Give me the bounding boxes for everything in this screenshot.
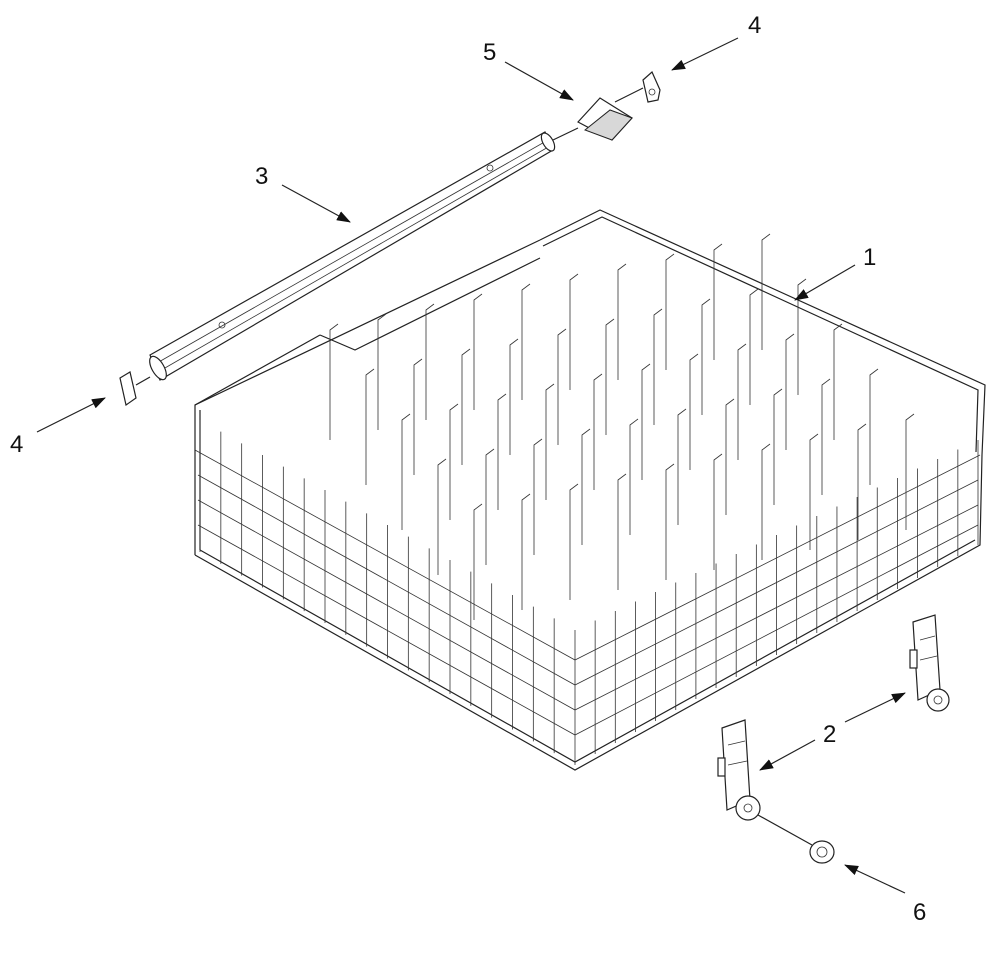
rack-roller-assembly-right (909, 614, 950, 712)
rack-inner-tine (449, 403, 459, 520)
rack-inner-tine (401, 413, 411, 530)
roller-wheel (809, 840, 835, 864)
dish-rack (194, 209, 986, 771)
rack-front-tines (199, 420, 979, 765)
rack-inner-tine (665, 463, 675, 580)
rack-inner-tine (833, 323, 843, 440)
callout-label-1: 1 (863, 244, 876, 271)
callout-arrow-1 (794, 264, 856, 301)
rack-inner-tine (761, 443, 771, 560)
callout-arrow-2a (759, 739, 816, 771)
rack-inner-tine (713, 453, 723, 570)
rack-inner-tine (701, 298, 711, 415)
rack-inner-tine (725, 398, 735, 515)
rack-inner-tine (509, 338, 519, 455)
rack-adjuster-track (149, 131, 556, 381)
callout-arrow-4-top (671, 37, 739, 71)
rack-inner-tine (365, 368, 375, 485)
rack-inner-tine (677, 408, 687, 525)
rack-inner-tine (773, 388, 783, 505)
callout-arrow-2b (844, 692, 906, 723)
rack-inner-tine (593, 373, 603, 490)
callout-label-3: 3 (255, 163, 268, 190)
callout-label-2: 2 (823, 721, 836, 748)
callout-label-5: 5 (483, 39, 496, 66)
rack-inner-tine (641, 363, 651, 480)
rack-inner-tine (665, 253, 675, 370)
rack-inner-tine (797, 278, 807, 395)
callout-arrow-5 (504, 61, 574, 101)
rack-inner-tine (857, 423, 867, 540)
rack-inner-tine (785, 333, 795, 450)
rack-inner-tine (761, 233, 771, 350)
rack-inner-tine (569, 483, 579, 600)
rack-inner-tine (569, 273, 579, 390)
rack-inner-tine (473, 293, 483, 410)
callout-label-4-left: 4 (10, 431, 23, 458)
rack-inner-tine (905, 413, 915, 530)
callout-arrow-6 (844, 864, 906, 894)
callout-arrow-3 (281, 184, 351, 223)
callout-arrow-4-left (36, 397, 106, 433)
rack-inner-tine (749, 288, 759, 405)
rack-inner-tine (521, 283, 531, 400)
track-end-stop-left (119, 371, 151, 407)
rack-inner-tine (617, 263, 627, 380)
track-end-cap (552, 97, 633, 141)
rack-inner-tine (869, 368, 879, 485)
rack-inner-tine (605, 318, 615, 435)
callout-label-6: 6 (913, 899, 926, 926)
rack-inner-tine (533, 438, 543, 555)
rack-inner-tine (473, 503, 483, 620)
callout-arrows (36, 37, 906, 894)
rack-inner-tines (329, 233, 915, 620)
rack-inner-tine (425, 303, 435, 420)
rack-inner-tine (581, 428, 591, 545)
rack-inner-tine (497, 393, 507, 510)
rack-inner-tine (629, 418, 639, 535)
track-end-stop-top (614, 71, 661, 103)
rack-inner-tine (617, 473, 627, 590)
rack-inner-tine (557, 328, 567, 445)
rack-inner-tine (485, 448, 495, 565)
rack-inner-tine (713, 243, 723, 360)
rack-inner-tine (377, 313, 387, 430)
callout-labels: 1 2 3 4 4 5 6 (10, 12, 926, 926)
rack-inner-tine (521, 493, 531, 610)
rack-roller-assembly-left (717, 719, 813, 846)
callout-label-4-top: 4 (748, 12, 761, 39)
rack-inner-tine (821, 378, 831, 495)
rack-inner-tine (461, 348, 471, 465)
rack-inner-tine (329, 323, 339, 440)
rack-inner-tine (413, 358, 423, 475)
rack-inner-tine (653, 308, 663, 425)
rack-inner-tine (689, 353, 699, 470)
rack-inner-tine (545, 383, 555, 500)
rack-inner-tine (809, 433, 819, 550)
rack-inner-tine (737, 343, 747, 460)
rack-inner-tine (437, 458, 447, 575)
